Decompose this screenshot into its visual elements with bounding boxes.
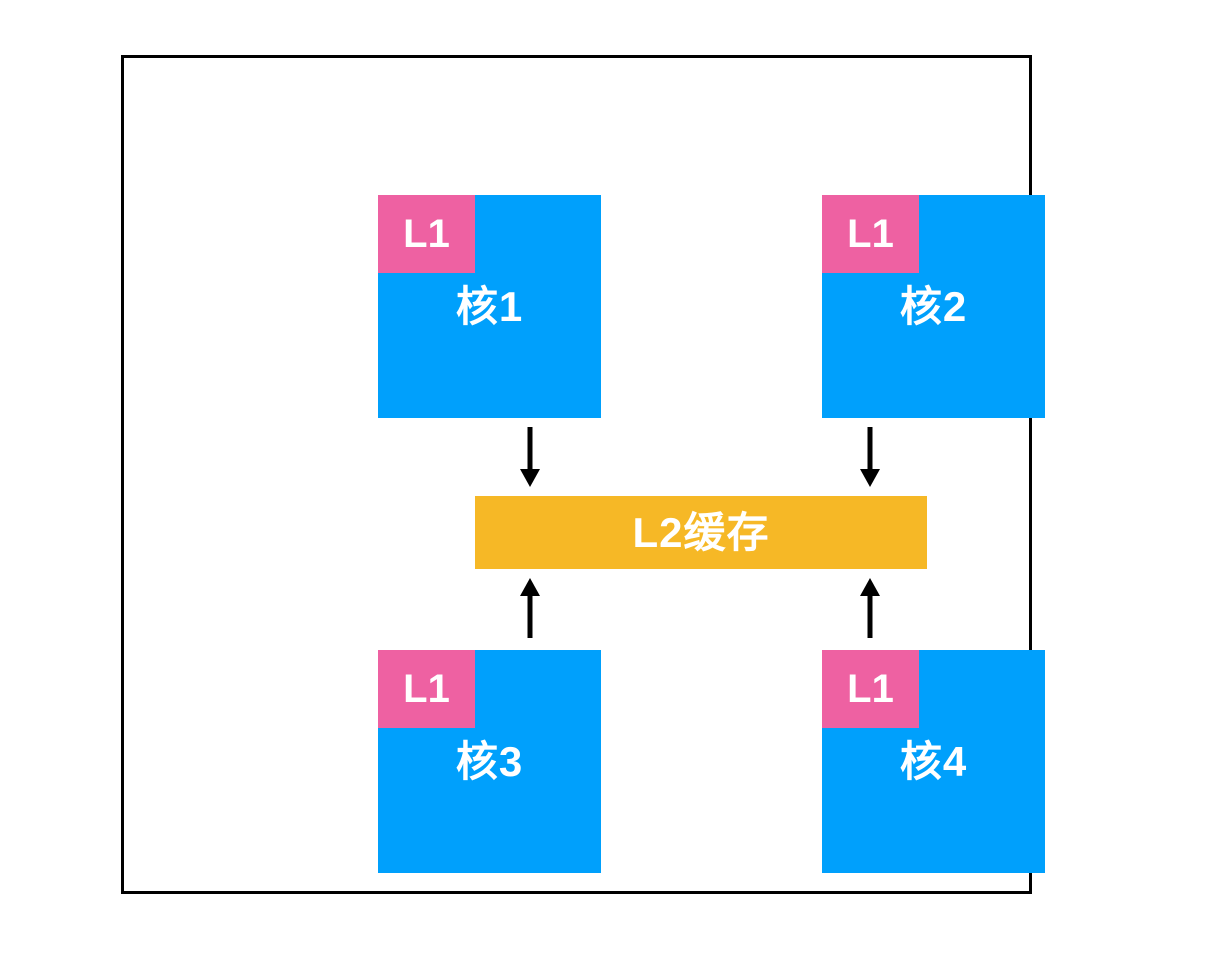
core-2-l1-badge: L1 <box>822 195 919 273</box>
core-4-l1-label: L1 <box>847 667 894 711</box>
core-4-label: 核4 <box>899 737 968 785</box>
core-1-label: 核1 <box>455 282 524 330</box>
core-2-l1-label: L1 <box>847 212 894 256</box>
core-1-box: L1 核1 <box>378 195 601 418</box>
core-2-box: L1 核2 <box>822 195 1045 418</box>
core-4-l1-badge: L1 <box>822 650 919 728</box>
arrow-core3-to-l2-icon <box>519 578 541 638</box>
diagram-frame: L1 核1 L1 核2 L2缓存 <box>121 55 1045 894</box>
arrow-core2-to-l2-icon <box>859 427 881 487</box>
core-3-label: 核3 <box>455 737 524 785</box>
core-4-box: L1 核4 <box>822 650 1045 873</box>
core-3-l1-badge: L1 <box>378 650 475 728</box>
core-3-l1-label: L1 <box>403 667 450 711</box>
core-1-l1-badge: L1 <box>378 195 475 273</box>
arrow-core1-to-l2-icon <box>519 427 541 487</box>
arrow-core4-to-l2-icon <box>859 578 881 638</box>
l2-cache-label: L2缓存 <box>632 508 770 556</box>
core-3-box: L1 核3 <box>378 650 601 873</box>
core-1-l1-label: L1 <box>403 212 450 256</box>
l2-cache-bar: L2缓存 <box>475 496 927 569</box>
core-2-label: 核2 <box>899 282 968 330</box>
